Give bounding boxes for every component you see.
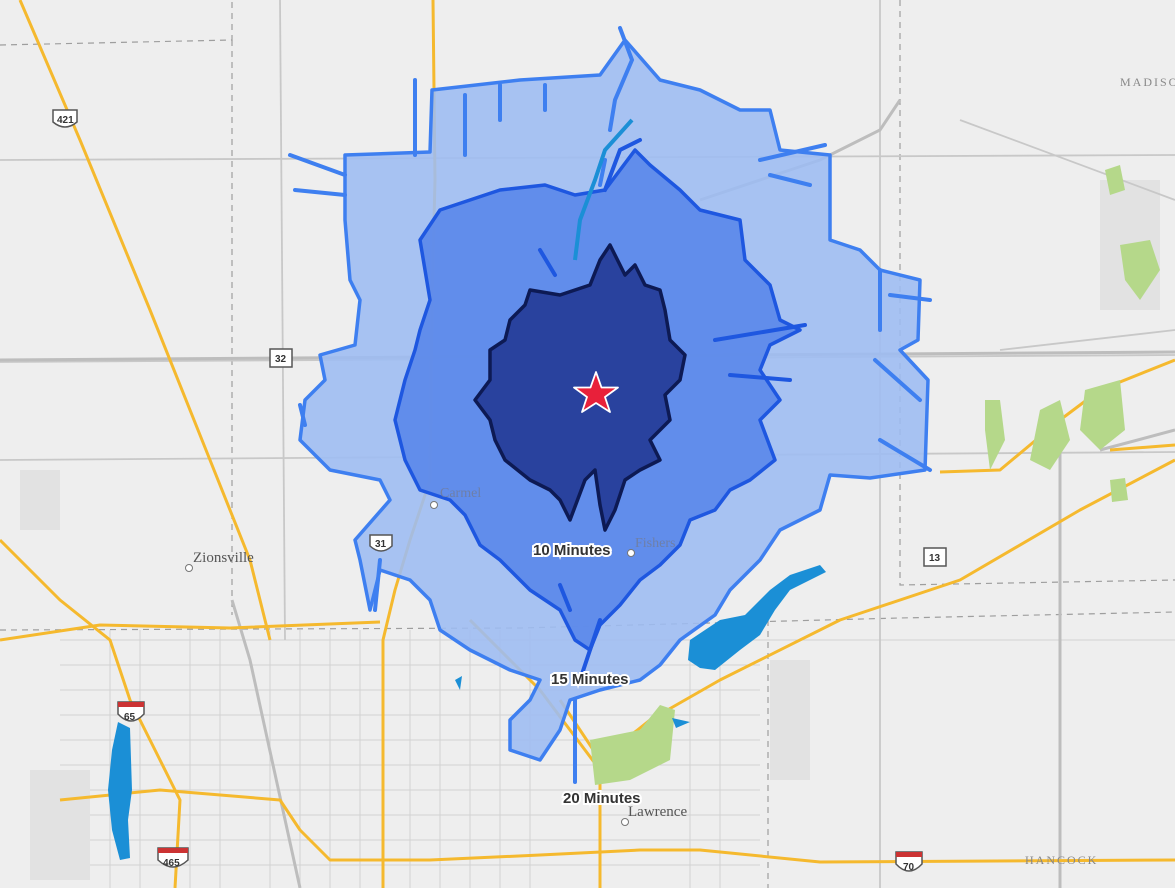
- ring-label-10-minutes: 10 Minutes: [533, 542, 611, 559]
- i-65-shield-icon: 65: [117, 701, 145, 723]
- parks: [590, 165, 1160, 785]
- isochrone-20-road-fingers: [288, 26, 932, 784]
- red-star-icon[interactable]: [573, 371, 619, 413]
- i-70-shield-icon: 70: [895, 851, 923, 873]
- svg-text:32: 32: [275, 354, 287, 365]
- water-bodies: [108, 565, 826, 860]
- us-31-shield-icon: 31: [369, 534, 393, 552]
- ring-label-15-minutes: 15 Minutes: [551, 671, 629, 688]
- us-421-shield-icon: 421: [52, 109, 78, 128]
- ring-label-20-minutes: 20 Minutes: [563, 790, 641, 807]
- svg-text:421: 421: [57, 115, 74, 126]
- place-label-lawrence: Lawrence: [628, 804, 687, 820]
- svg-text:465: 465: [163, 858, 180, 869]
- place-label-madison: MADISO: [1120, 75, 1175, 89]
- place-label-hancock: HANCOCK: [1025, 853, 1098, 867]
- isochrone-15-road-fingers: [538, 138, 807, 682]
- place-label-zionsville: Zionsville: [193, 550, 254, 566]
- place-label-carmel: Carmel: [440, 486, 481, 501]
- i-465-shield-icon: 465: [157, 847, 189, 869]
- built-up-areas: [20, 180, 1160, 880]
- svg-text:70: 70: [903, 862, 915, 873]
- svg-text:13: 13: [929, 553, 941, 564]
- svg-text:65: 65: [124, 712, 136, 723]
- place-markers: [185, 501, 635, 826]
- place-label-fishers: Fishers: [635, 536, 675, 551]
- sr-32-shield-icon: 32: [269, 348, 293, 368]
- sr-13-shield-icon: 13: [923, 547, 947, 567]
- svg-text:31: 31: [375, 539, 387, 550]
- river: [573, 118, 634, 261]
